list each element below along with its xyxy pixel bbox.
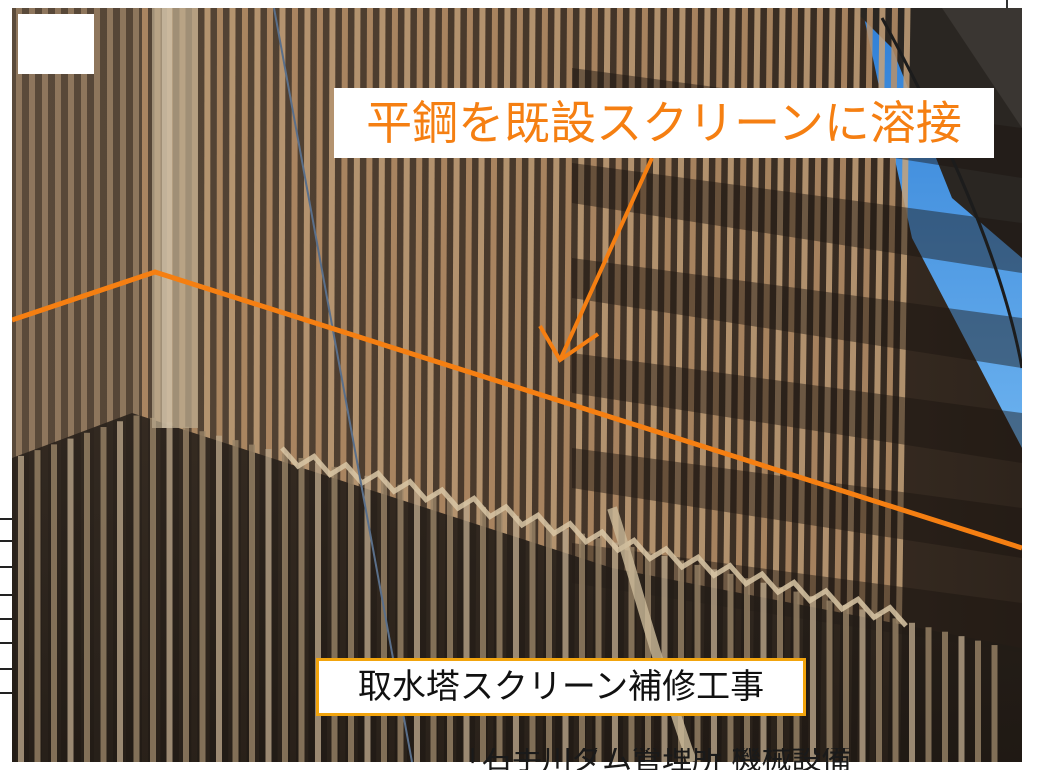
annotation-line — [12, 269, 1022, 551]
welded-flat-steel — [280, 446, 908, 762]
concrete-column — [152, 8, 198, 428]
photo-caption: 取水塔スクリーン補修工事 — [316, 658, 806, 716]
frame-tick — [1006, 0, 1008, 14]
footer-text-clipped: 「石手川ダム管理所 機械設備 — [452, 748, 1012, 770]
weld-callout-label: 平鋼を既設スクリーンに溶接 — [334, 88, 994, 158]
left-table-edge — [0, 510, 12, 710]
corner-blank-box — [18, 14, 94, 74]
footer-text: 「石手川ダム管理所 機械設備 — [452, 748, 852, 770]
annotation-arrow — [558, 157, 654, 361]
arrow-head — [538, 324, 600, 363]
cable — [273, 8, 413, 762]
